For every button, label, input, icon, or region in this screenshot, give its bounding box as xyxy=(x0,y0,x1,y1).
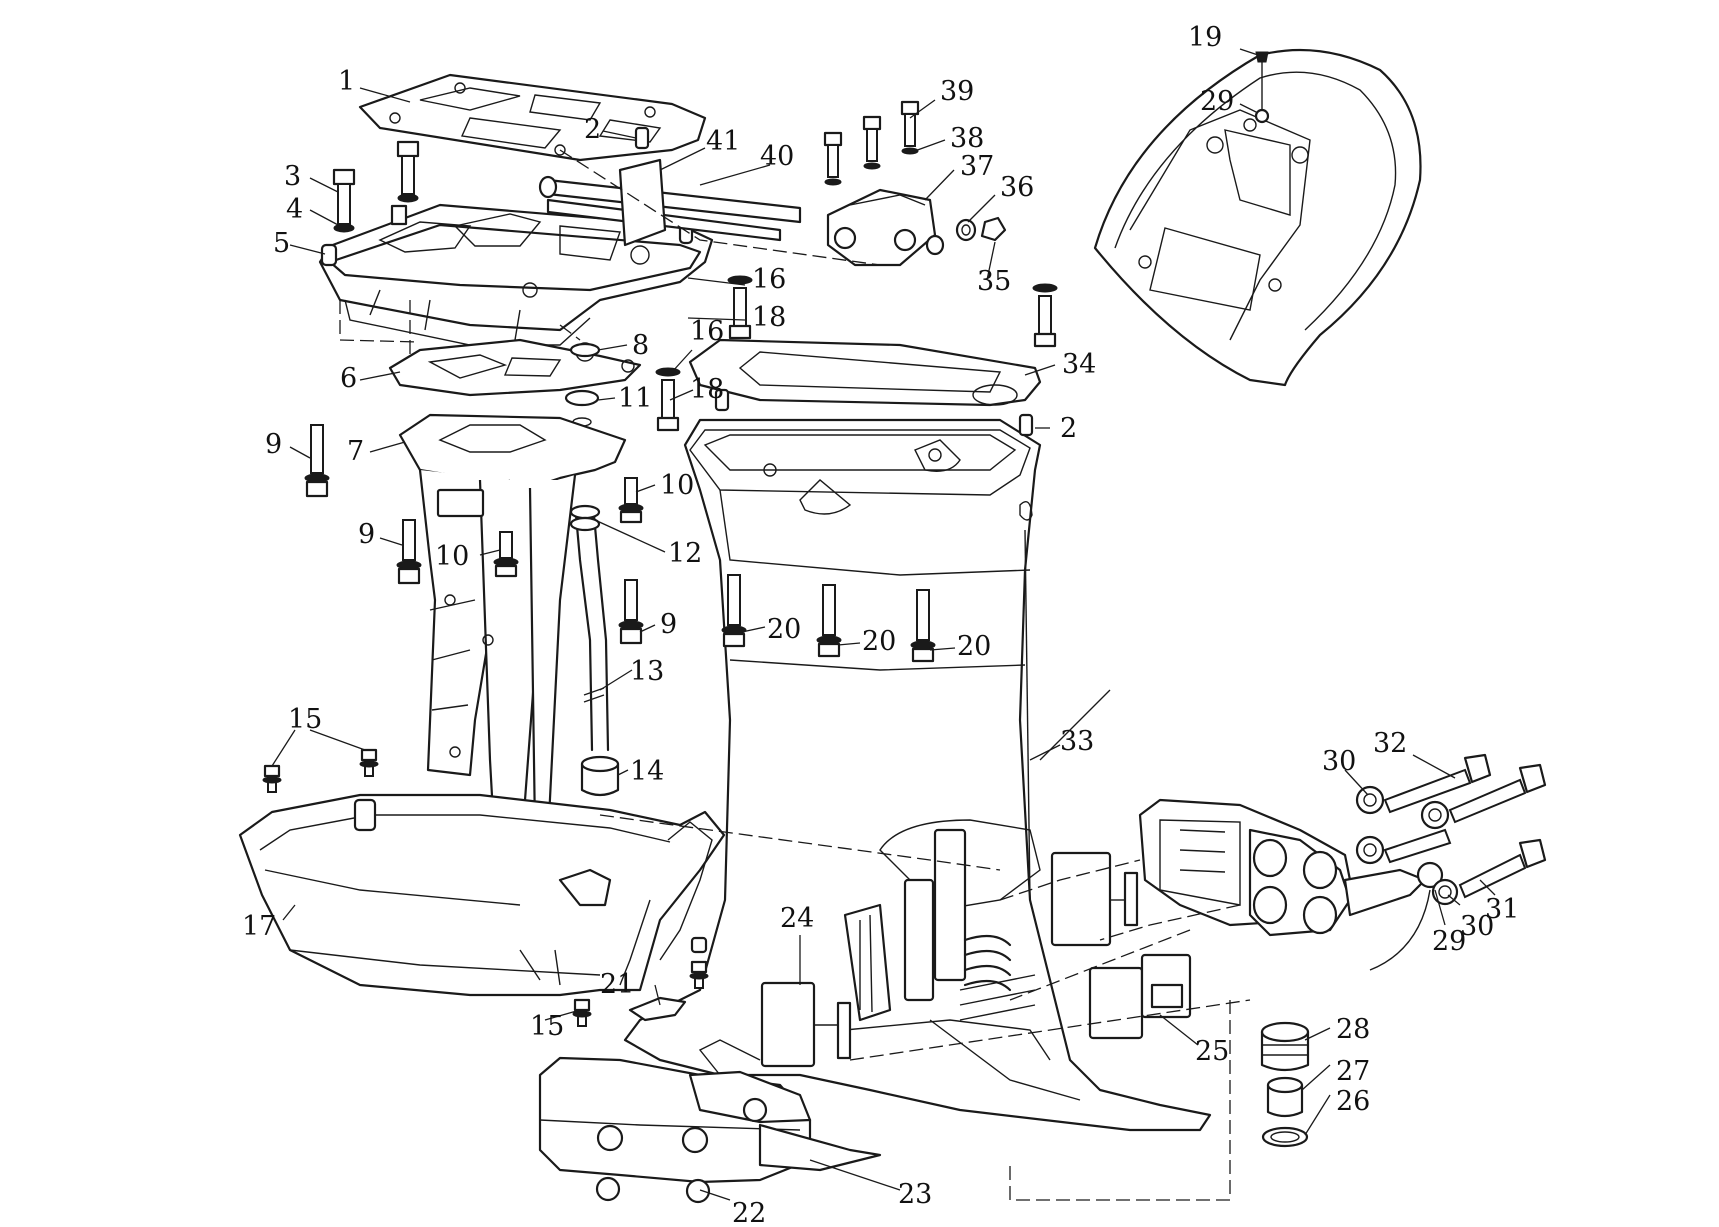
callout-2: 2 xyxy=(1060,413,1077,444)
part-bushing-stack xyxy=(1260,1021,1310,1148)
callout-31: 31 xyxy=(1485,894,1519,925)
callout-23: 23 xyxy=(898,1179,932,1210)
callout-9: 9 xyxy=(358,519,375,550)
callout-30: 30 xyxy=(1460,911,1494,942)
callout-40: 40 xyxy=(760,141,794,172)
callout-20: 20 xyxy=(767,614,801,645)
part-grommet-14 xyxy=(580,755,620,797)
callout-27: 27 xyxy=(1336,1056,1370,1087)
callout-20: 20 xyxy=(862,626,896,657)
callout-19: 19 xyxy=(1188,22,1222,53)
callout-26: 26 xyxy=(1336,1086,1370,1117)
part-tilt-block xyxy=(826,188,1007,267)
callout-11: 11 xyxy=(618,383,652,414)
callout-36: 36 xyxy=(1000,172,1034,203)
part-tilt-tube xyxy=(538,158,802,247)
part-steering-bracket xyxy=(538,1056,882,1204)
callout-29: 29 xyxy=(1432,926,1466,957)
part-rubber-mount-24 xyxy=(760,981,816,1068)
part-gasket-top xyxy=(358,73,707,162)
callout-32: 32 xyxy=(1373,728,1407,759)
callout-20: 20 xyxy=(957,631,991,662)
inset-detail-view xyxy=(1093,48,1422,387)
callout-38: 38 xyxy=(950,123,984,154)
callout-24: 24 xyxy=(780,903,814,934)
callout-1: 1 xyxy=(338,66,355,97)
part-lower-cowl xyxy=(238,793,726,997)
callout-9: 9 xyxy=(660,609,677,640)
callout-35: 35 xyxy=(977,266,1011,297)
part-gasket-6 xyxy=(388,338,642,397)
callout-25: 25 xyxy=(1195,1036,1229,1067)
callout-18: 18 xyxy=(690,374,724,405)
callout-4: 4 xyxy=(286,194,303,225)
part-rubber-mount-25 xyxy=(1088,966,1144,1040)
callout-10: 10 xyxy=(660,470,694,501)
callout-22: 22 xyxy=(732,1198,766,1227)
part-swivel-bracket xyxy=(1138,798,1444,971)
callout-39: 39 xyxy=(940,76,974,107)
callout-33: 33 xyxy=(1060,726,1094,757)
callout-30: 30 xyxy=(1322,746,1356,777)
callout-13: 13 xyxy=(630,656,664,687)
part-water-tube xyxy=(569,504,610,752)
callout-6: 6 xyxy=(340,363,357,394)
callout-14: 14 xyxy=(630,756,664,787)
part-washer-8 xyxy=(569,342,601,358)
part-adaptor-plate xyxy=(318,203,714,346)
callout-10: 10 xyxy=(435,541,469,572)
callout-15: 15 xyxy=(288,704,322,735)
callout-15: 15 xyxy=(530,1011,564,1042)
callout-3: 3 xyxy=(284,161,301,192)
part-bolts-right xyxy=(1355,753,1547,906)
callout-7: 7 xyxy=(347,436,364,467)
callout-18: 18 xyxy=(752,302,786,333)
part-exhaust-mount xyxy=(398,413,627,860)
callout-9: 9 xyxy=(265,429,282,460)
assembly-lines xyxy=(339,149,1251,1201)
part-rubber-mount-upper xyxy=(1050,851,1112,947)
leader-lines xyxy=(271,48,1496,1201)
callout-labels: 1 2 2 3 4 5 6 7 8 9 9 9 10 10 11 12 13 1… xyxy=(242,22,1519,1227)
callout-5: 5 xyxy=(273,228,290,259)
callout-2: 2 xyxy=(584,114,601,145)
part-seal-11 xyxy=(564,389,600,407)
callout-16: 16 xyxy=(752,264,786,295)
callout-41: 41 xyxy=(706,126,740,157)
callout-29: 29 xyxy=(1200,86,1234,117)
part-gasket-34 xyxy=(688,338,1042,407)
callout-28: 28 xyxy=(1336,1014,1370,1045)
callout-21: 21 xyxy=(600,969,634,1000)
callout-17: 17 xyxy=(242,911,276,942)
part-midsection-housing xyxy=(623,418,1212,1132)
callout-34: 34 xyxy=(1062,349,1096,380)
callout-16: 16 xyxy=(690,316,724,347)
callout-12: 12 xyxy=(668,538,702,569)
callout-8: 8 xyxy=(632,330,649,361)
callout-37: 37 xyxy=(960,151,994,182)
